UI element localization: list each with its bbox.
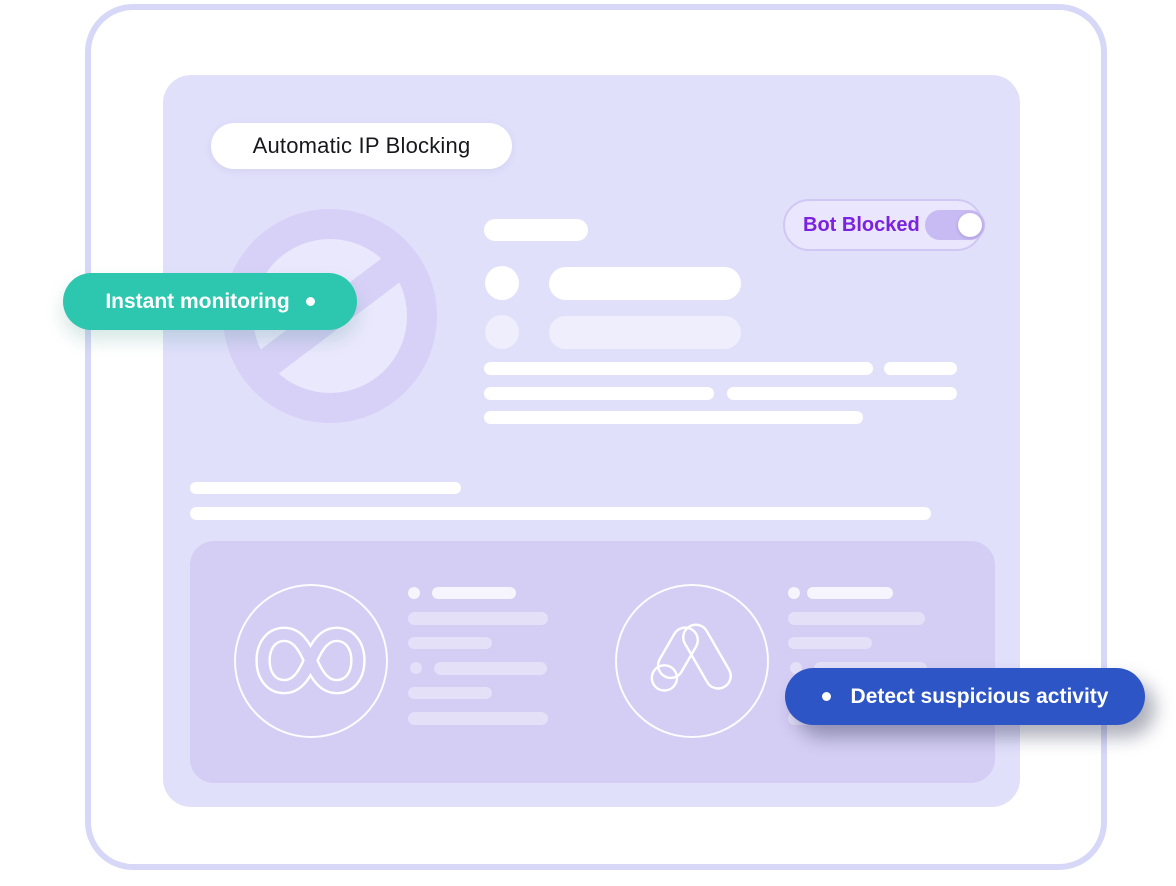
page-title: Automatic IP Blocking [211, 123, 512, 169]
skeleton-line [408, 687, 492, 699]
meta-logo-glyph [255, 626, 366, 695]
detect-suspicious-badge: Detect suspicious activity [785, 668, 1145, 725]
skeleton-line [432, 587, 516, 599]
skeleton-dot [410, 662, 422, 674]
skeleton-bar [549, 267, 741, 300]
dot-icon [305, 297, 315, 306]
skeleton-line [408, 612, 548, 625]
skeleton-line [484, 362, 873, 375]
integrations-panel [190, 541, 995, 783]
skeleton-line [190, 507, 931, 520]
skeleton-line [807, 587, 893, 599]
skeleton-line [408, 637, 492, 649]
skeleton-dot [788, 587, 800, 599]
skeleton-avatar [485, 266, 519, 300]
bot-blocked-badge: Bot Blocked [783, 199, 985, 251]
google-ads-logo-icon [615, 584, 769, 738]
skeleton-line [190, 482, 461, 494]
skeleton-line [884, 362, 957, 375]
instant-monitoring-badge: Instant monitoring [63, 273, 357, 330]
skeleton-line [788, 612, 925, 625]
google-ads-logo-glyph [650, 623, 732, 692]
skeleton-avatar-faded [485, 315, 519, 349]
toggle-knob[interactable] [958, 213, 982, 237]
skeleton-dot [408, 587, 420, 599]
skeleton-line [434, 662, 547, 675]
skeleton-line [408, 712, 548, 725]
page-title-label: Automatic IP Blocking [252, 133, 471, 158]
skeleton-bar-faded [549, 316, 741, 349]
app-window-frame: Automatic IP Blocking Bot B [85, 4, 1107, 870]
skeleton-line [484, 411, 863, 424]
skeleton-line [788, 637, 872, 649]
skeleton-line [484, 387, 714, 400]
meta-logo-icon [234, 584, 388, 738]
bot-blocked-label: Bot Blocked [803, 213, 920, 236]
detect-suspicious-label: Detect suspicious activity [850, 684, 1109, 708]
skeleton-title-bar [484, 219, 588, 241]
skeleton-line [727, 387, 957, 400]
instant-monitoring-label: Instant monitoring [105, 289, 290, 313]
toggle-switch[interactable] [925, 210, 985, 240]
dot-icon [821, 692, 831, 701]
